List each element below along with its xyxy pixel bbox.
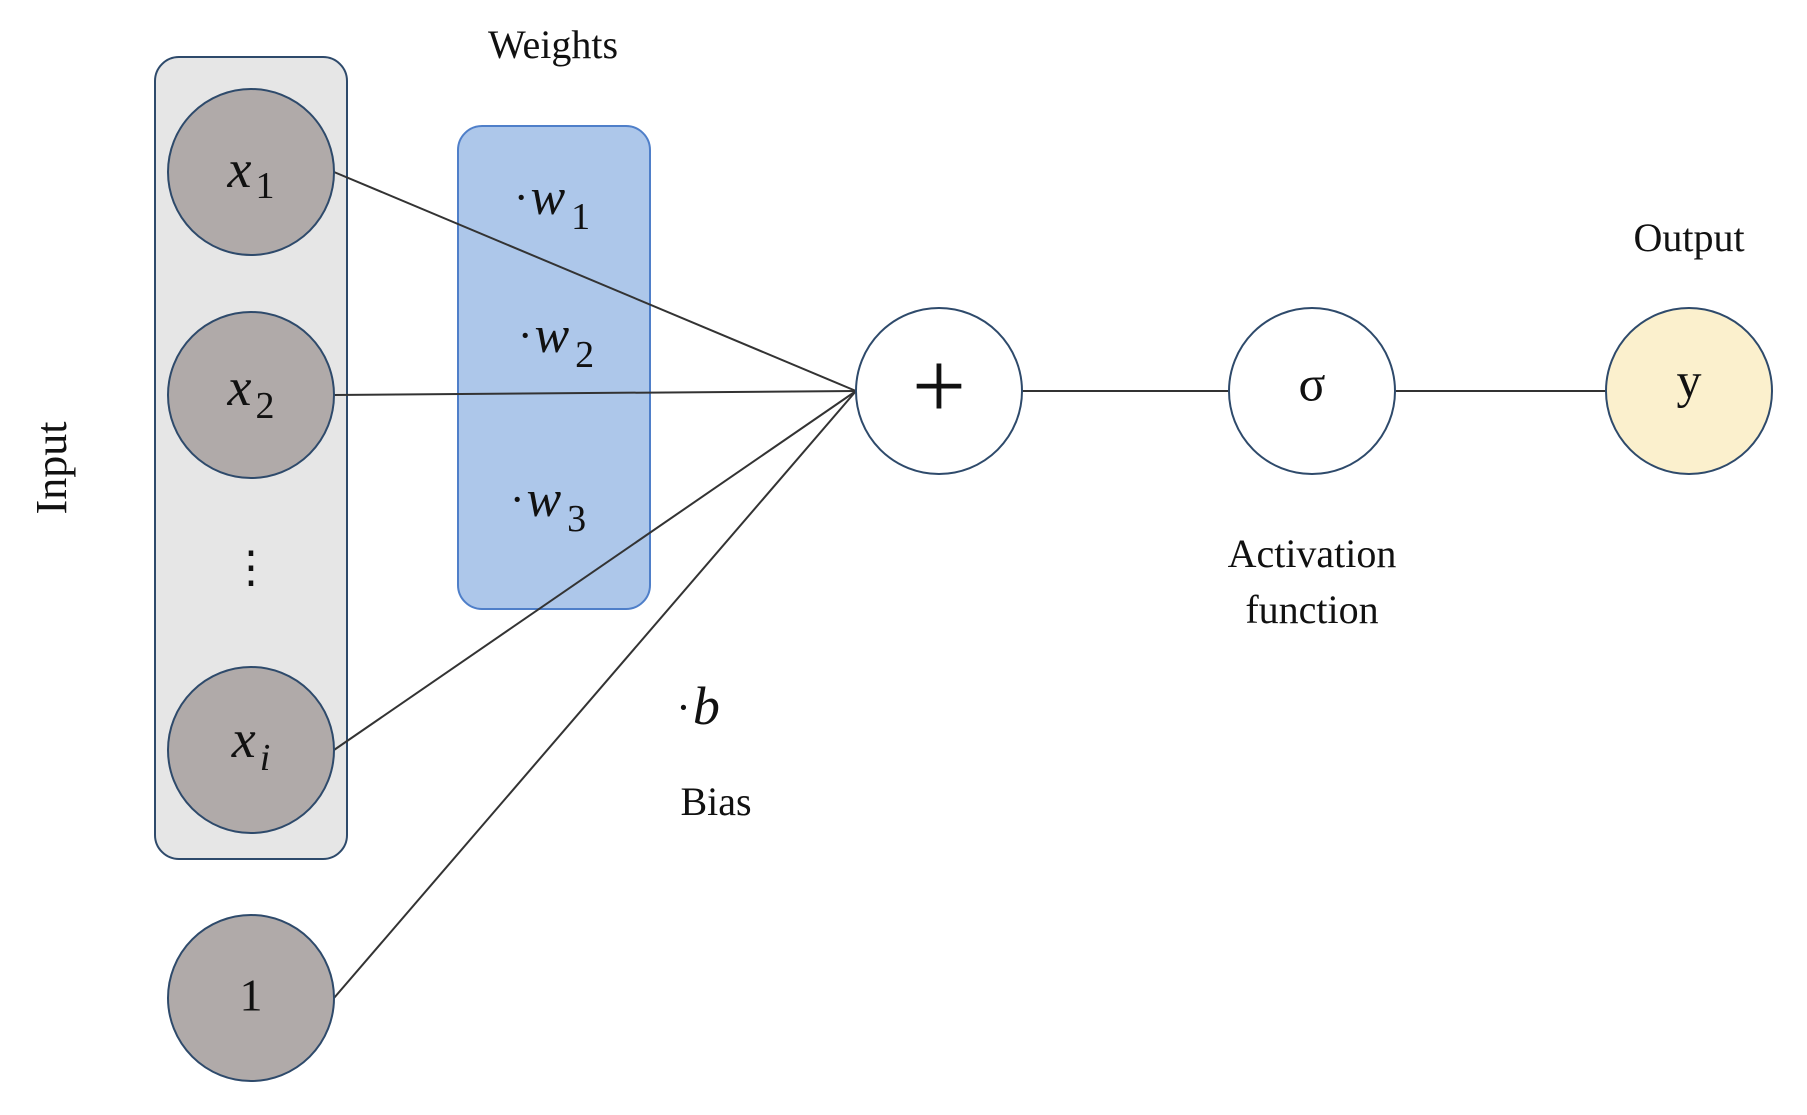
activation-symbol: σ [1299,355,1326,411]
input-subscript: i [260,737,271,779]
weights-label: Weights [488,22,618,67]
bias-term: ·b [676,676,720,736]
bias-input-value: 1 [240,970,263,1021]
edge-x2-sum [333,390,857,396]
svg-text:xi: xi [231,709,271,778]
input-var: x [227,357,252,417]
edges [333,171,1606,999]
edge-xi-sum [333,390,857,751]
edge-x1-sum [333,171,857,392]
weights-panel [457,125,651,610]
svg-text:x1: x1 [227,139,275,206]
bias-label: Bias [680,779,751,824]
input-var: x [227,139,252,199]
input-ellipsis: ⋮ [229,543,273,592]
output-symbol: y [1677,352,1702,408]
sum-symbol: + [912,332,966,439]
svg-text:x2: x2 [227,357,275,426]
sum-node: + [855,307,1023,475]
input-subscript: 2 [255,385,274,427]
edge-bias-sum [333,390,857,999]
input-subscript: 1 [255,165,274,207]
activation-label-line2: function [1245,587,1378,632]
output-node: y [1605,307,1773,475]
bias-input-node: 1 [167,914,335,1082]
activation-node: σ [1228,307,1396,475]
output-label: Output [1633,215,1744,260]
activation-label-line1: Activation [1228,531,1397,576]
input-label: Input [27,422,76,515]
input-var: x [231,709,256,769]
